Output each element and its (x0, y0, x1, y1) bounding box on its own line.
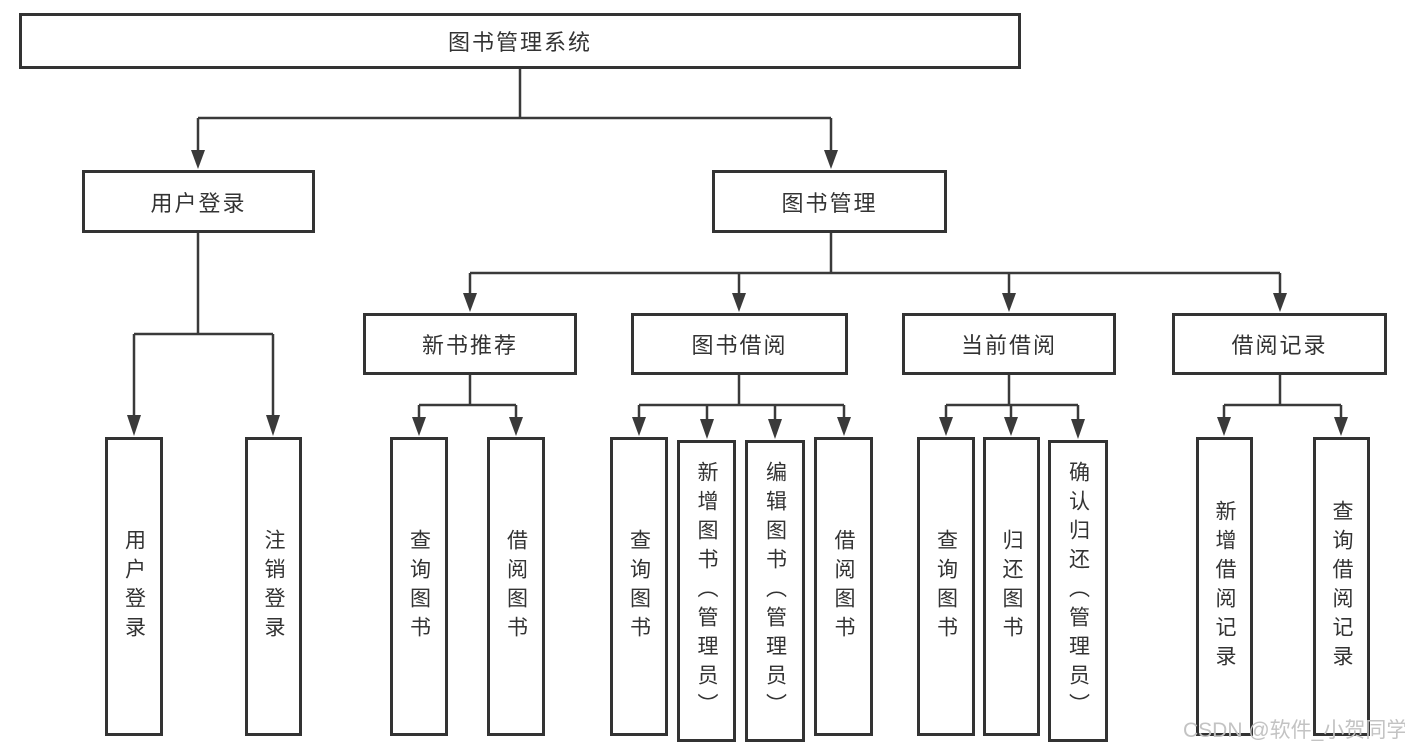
node-user-login: 用户登录 (82, 170, 315, 233)
leaf-add-books-admin: 新增图书（管理员） (677, 440, 736, 742)
leaf-borrow-books: 借阅图书 (814, 437, 873, 736)
leaf-borrow-books-recommend: 借阅图书 (487, 437, 545, 736)
leaf-edit-books-admin: 编辑图书（管理员） (745, 440, 805, 742)
node-book-management: 图书管理 (712, 170, 947, 233)
leaf-return-books: 归还图书 (983, 437, 1040, 736)
csdn-watermark: CSDN @软件_小贺同学 (1183, 719, 1405, 742)
connector-book-borrow-branch (632, 375, 851, 439)
node-borrow-records: 借阅记录 (1172, 313, 1387, 375)
leaf-query-books-borrow: 查询图书 (610, 437, 668, 736)
leaf-logout: 注销登录 (245, 437, 302, 736)
leaf-query-books-recommend: 查询图书 (390, 437, 448, 736)
leaf-user-login: 用户登录 (105, 437, 163, 736)
connector-root-to-level2 (191, 69, 838, 169)
leaf-confirm-return-admin: 确认归还（管理员） (1048, 440, 1108, 742)
node-current-borrow: 当前借阅 (902, 313, 1116, 375)
connector-current-borrow-branch (939, 375, 1085, 439)
connector-book-management-branch (463, 233, 1287, 312)
node-book-borrow: 图书借阅 (631, 313, 848, 375)
leaf-query-books-current: 查询图书 (917, 437, 975, 736)
connector-borrow-records-branch (1217, 375, 1348, 436)
connector-user-login-branch (127, 233, 280, 436)
leaf-query-borrow-record: 查询借阅记录 (1313, 437, 1370, 736)
connector-new-book-branch (412, 375, 523, 436)
node-new-book-recommend: 新书推荐 (363, 313, 577, 375)
leaf-add-borrow-record: 新增借阅记录 (1196, 437, 1253, 736)
node-root-system: 图书管理系统 (19, 13, 1021, 69)
